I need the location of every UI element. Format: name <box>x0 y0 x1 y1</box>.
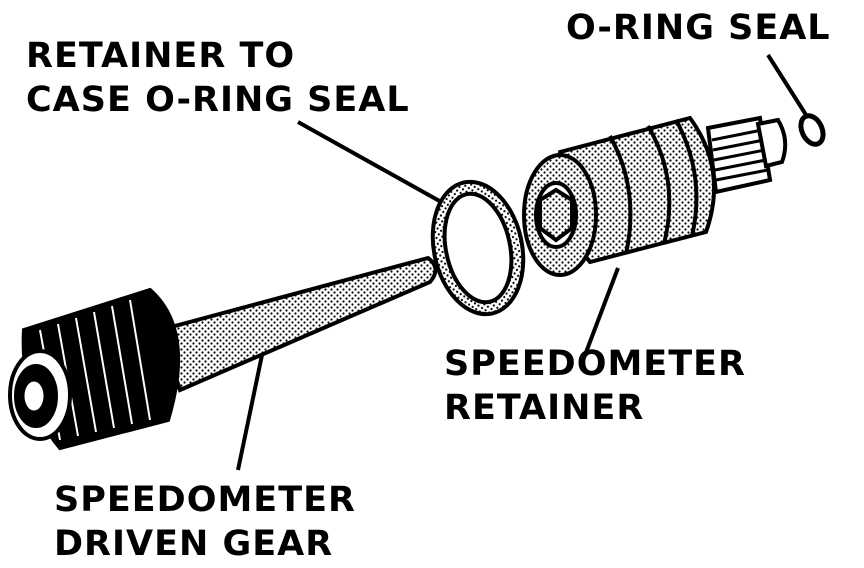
label-driven-gear-line-2: DRIVEN GEAR <box>54 524 334 564</box>
leader-driven-gear <box>236 354 264 471</box>
speedometer-driven-gear-part <box>8 255 438 451</box>
label-speedometer-retainer-line-1: SPEEDOMETER <box>444 344 746 384</box>
speedometer-retainer-part <box>522 115 788 277</box>
leader-speedometer-retainer <box>583 267 620 356</box>
label-driven-gear-line-1: SPEEDOMETER <box>54 480 356 520</box>
large-oring-seal-part <box>430 179 526 317</box>
small-oring-seal-part <box>798 113 826 147</box>
label-speedometer-retainer-line-2: RETAINER <box>444 388 645 428</box>
label-speedometer-driven-gear: SPEEDOMETER DRIVEN GEAR <box>54 478 356 566</box>
label-retainer-to-case-line-2: CASE O-RING SEAL <box>26 80 410 120</box>
leader-retainer-to-case <box>297 120 453 210</box>
leader-lines <box>236 53 810 471</box>
label-speedometer-retainer: SPEEDOMETER RETAINER <box>444 342 746 430</box>
leader-oring-seal <box>766 53 810 120</box>
label-retainer-to-case-line-1: RETAINER TO <box>26 36 296 76</box>
label-retainer-to-case-oring-seal: RETAINER TO CASE O-RING SEAL <box>26 34 410 122</box>
label-oring-seal: O-RING SEAL <box>566 6 831 50</box>
label-oring-seal-line: O-RING SEAL <box>566 8 831 48</box>
